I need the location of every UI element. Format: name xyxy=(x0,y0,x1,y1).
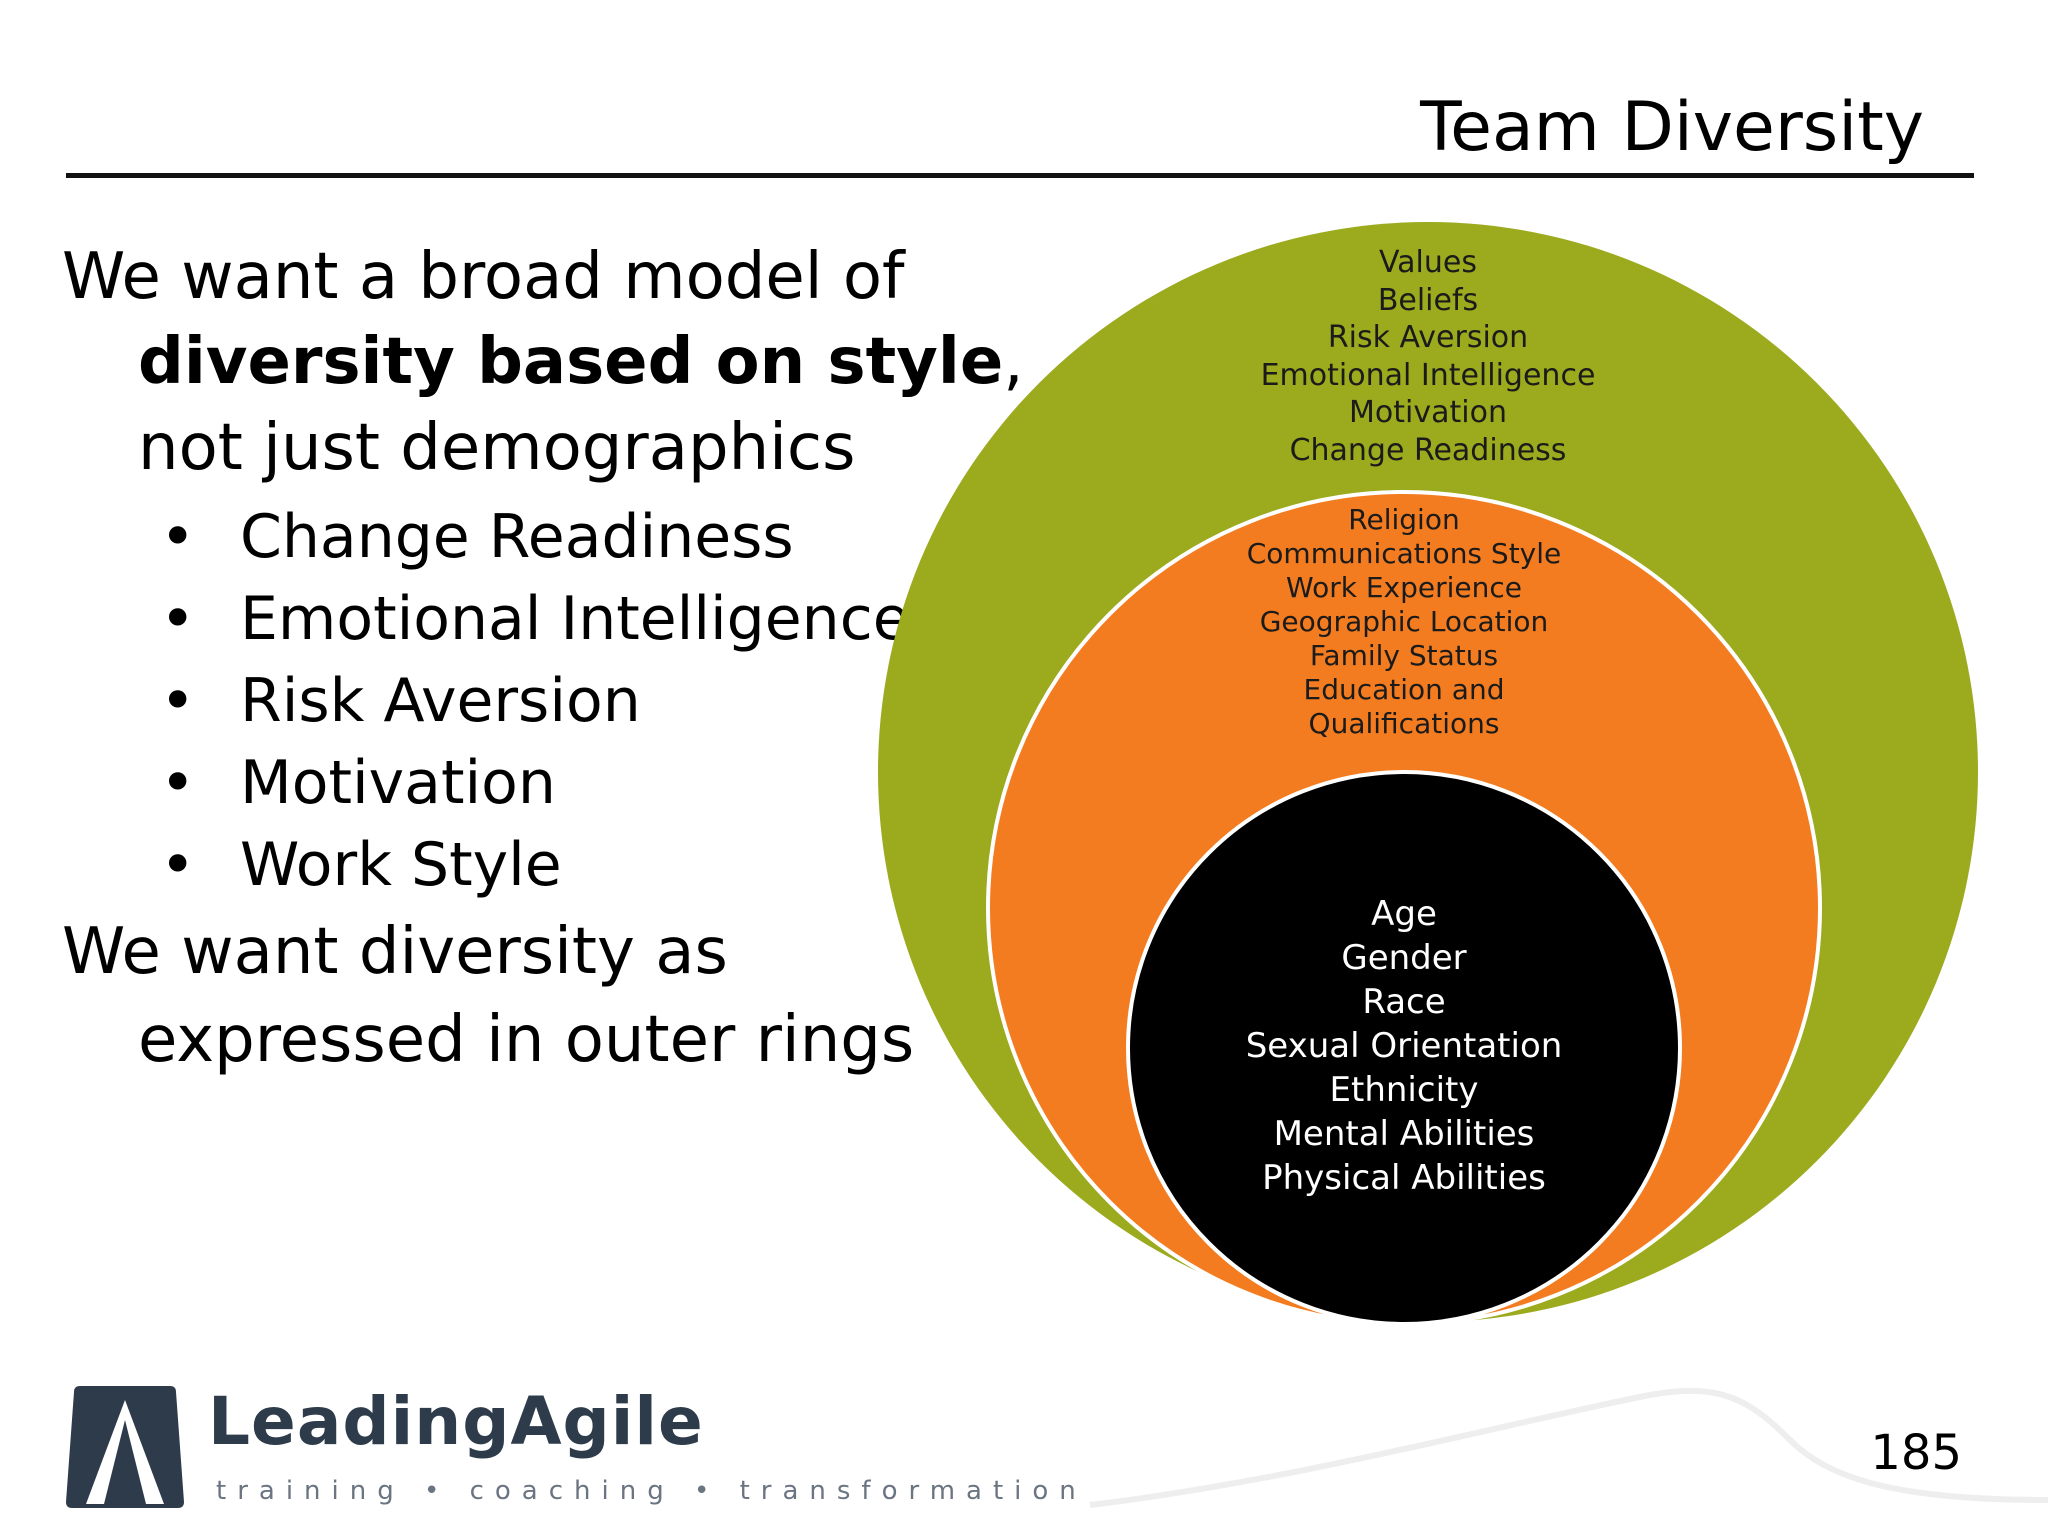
ring-label: Ethnicity xyxy=(1329,1070,1479,1110)
emphasis-text: diversity based on style xyxy=(138,325,1004,399)
bullet-text: Work Style xyxy=(240,830,562,900)
ring-label: Work Experience xyxy=(1286,571,1522,604)
road-icon xyxy=(66,1386,184,1508)
ring-label: Education and xyxy=(1303,673,1505,706)
bullet-icon: • xyxy=(160,666,196,736)
page-number: 185 xyxy=(1870,1425,1962,1481)
ring-label: Mental Abilities xyxy=(1273,1114,1535,1154)
logo-tagline: training • coaching • transformation xyxy=(216,1476,1087,1506)
left-text-block: We want a broad model of diversity based… xyxy=(0,0,1024,1200)
company-logo: LeadingAgile training • coaching • trans… xyxy=(66,1383,1076,1516)
background-swoosh xyxy=(1089,1387,2048,1508)
text-line-5: expressed in outer rings xyxy=(138,1003,915,1077)
slide-title: Team Diversity xyxy=(1420,88,1924,167)
ring-label: Gender xyxy=(1341,938,1467,978)
outer-ring-labels: Values Beliefs Risk Aversion Emotional I… xyxy=(1261,244,1596,469)
bullet-item: • Change Readiness xyxy=(160,500,794,574)
ring-label: Geographic Location xyxy=(1259,605,1549,638)
ring-label: Risk Aversion xyxy=(1327,320,1529,355)
text-line-4: We want diversity as xyxy=(62,915,728,989)
ring-label: Physical Abilities xyxy=(1262,1158,1546,1198)
logo-wordmark: LeadingAgile xyxy=(208,1383,704,1460)
ring-label: Change Readiness xyxy=(1289,432,1567,468)
ring-label: Race xyxy=(1362,982,1446,1022)
ring-label: Sexual Orientation xyxy=(1245,1026,1563,1066)
bullet-item: • Risk Aversion xyxy=(160,664,641,738)
text-line-3: not just demographics xyxy=(138,411,856,485)
bullet-icon: • xyxy=(160,748,196,818)
bullet-icon: • xyxy=(160,502,196,572)
text-line-2: diversity based on style, xyxy=(138,325,1024,399)
text-line-1: We want a broad model of xyxy=(62,240,905,314)
emphasis-tail: , xyxy=(1003,325,1024,399)
bullet-text: Risk Aversion xyxy=(240,666,641,736)
ring-label: Family Status xyxy=(1309,639,1499,672)
ring-label: Qualifications xyxy=(1308,707,1500,740)
ring-label: Religion xyxy=(1348,503,1460,536)
inner-circle xyxy=(1126,770,1682,1326)
bullet-text: Motivation xyxy=(240,748,556,818)
title-divider xyxy=(66,173,1974,178)
ring-label: Age xyxy=(1371,894,1437,934)
ring-label: Motivation xyxy=(1349,395,1507,430)
ring-label: Beliefs xyxy=(1377,282,1479,318)
ring-label: Values xyxy=(1378,245,1477,280)
inner-circle-labels: Age Gender Race Sexual Orientation Ethni… xyxy=(1246,892,1563,1200)
ring-label: Emotional Intelligence xyxy=(1260,357,1596,393)
bullet-icon: • xyxy=(160,584,196,654)
bullet-icon: • xyxy=(160,830,196,900)
ring-label: Communications Style xyxy=(1246,537,1562,570)
middle-ring-labels: Religion Communications Style Work Exper… xyxy=(1247,503,1562,741)
bullet-text: Emotional Intelligence xyxy=(240,584,910,654)
bullet-item: • Motivation xyxy=(160,746,556,820)
bullet-item: • Emotional Intelligence xyxy=(160,582,910,656)
bullet-text: Change Readiness xyxy=(240,502,794,572)
bullet-item: • Work Style xyxy=(160,828,562,902)
